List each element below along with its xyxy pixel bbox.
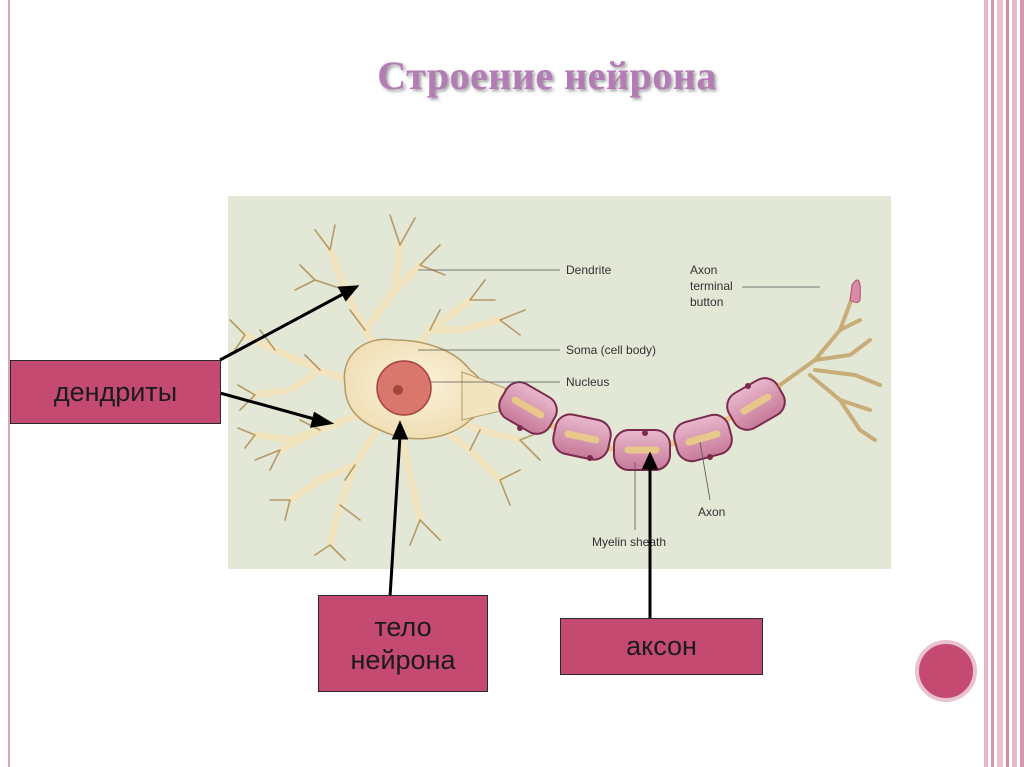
label-axon-terminal-3: button — [690, 295, 723, 309]
axon-terminals — [778, 288, 882, 442]
label-axon-terminal-1: Axon — [690, 263, 717, 277]
callout-dendrites: дендриты — [10, 360, 221, 424]
decorative-stripes — [984, 0, 1024, 767]
label-axon: Axon — [698, 505, 725, 519]
label-nucleus: Nucleus — [566, 375, 609, 389]
label-soma: Soma (cell body) — [566, 343, 656, 357]
slide-title: Строение нейрона — [377, 53, 717, 98]
nucleus-shape — [376, 360, 432, 416]
label-dendrite: Dendrite — [566, 263, 612, 277]
callout-neuron-body: тело нейрона — [318, 595, 488, 692]
frame-left-line — [8, 0, 10, 767]
circle-bullet-icon — [915, 640, 977, 702]
axon-hillock — [461, 371, 506, 421]
label-myelin: Myelin sheath — [592, 535, 666, 549]
callout-arrows — [219, 285, 659, 620]
nucleolus — [393, 385, 403, 395]
leader-lines — [418, 269, 820, 530]
terminal-button — [849, 279, 861, 303]
callout-axon: аксон — [560, 618, 763, 675]
label-axon-terminal-2: terminal — [690, 279, 733, 293]
